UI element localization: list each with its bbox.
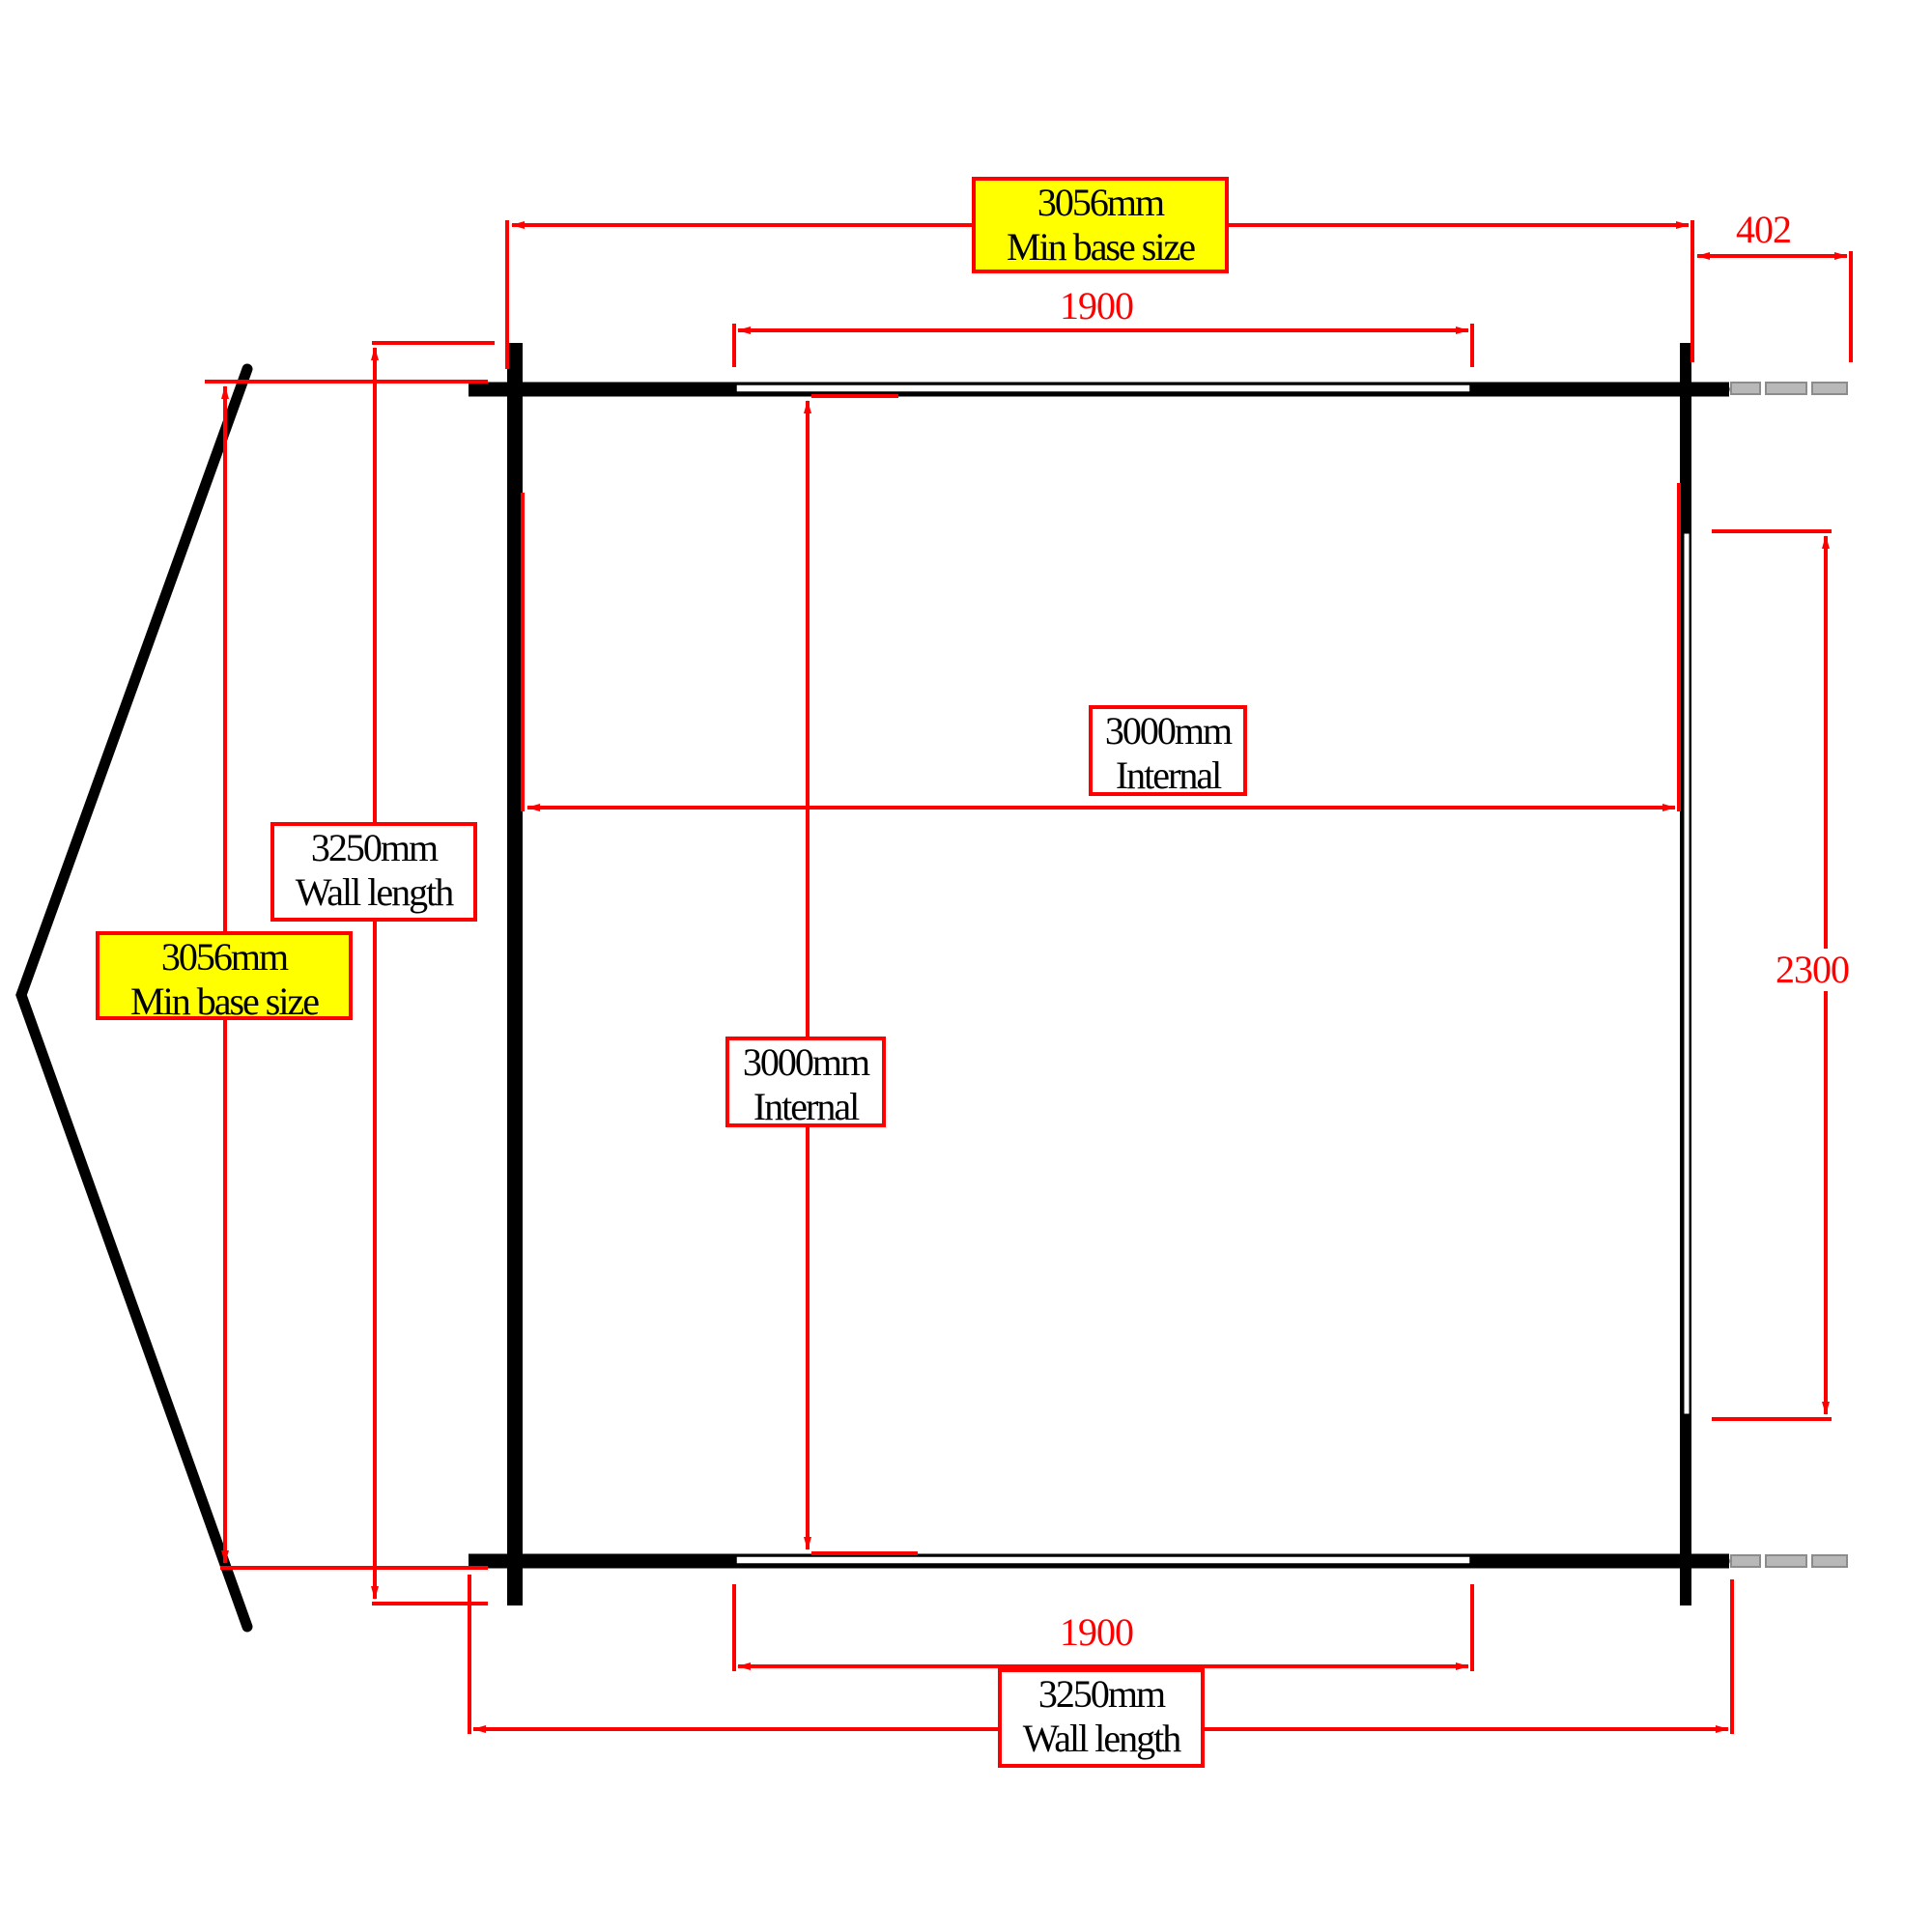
overhang-extension (1730, 382, 1848, 1568)
bottom-wall-length-label: 3250mm Wall length (998, 1668, 1205, 1768)
overhang-dimension: 402 (1736, 208, 1792, 251)
left-wall-length-label: 3250mm Wall length (270, 822, 477, 922)
internal-depth-caption: Internal (753, 1085, 860, 1128)
gable-roof-icon (15, 363, 253, 1633)
internal-width-label: 3000mm Internal (1089, 705, 1247, 797)
internal-width-caption: Internal (1115, 753, 1222, 797)
top-min-base-size-label: 3056mm Min base size (972, 177, 1229, 273)
left-min-base-size-label: 3056mm Min base size (96, 931, 353, 1023)
left-min-base-size-value: 3056mm (160, 935, 289, 979)
door-dimension: 2300 (1776, 948, 1850, 991)
bottom-wall-length-value: 3250mm (1037, 1672, 1166, 1716)
internal-depth-label: 3000mm Internal (725, 1037, 886, 1128)
top-min-base-size-value: 3056mm (1037, 181, 1165, 224)
dimension-lines (205, 220, 1853, 1734)
bottom-wall-length-caption: Wall length (1022, 1717, 1182, 1760)
door-icon (1683, 532, 1690, 1415)
left-min-base-size-caption: Min base size (130, 980, 320, 1023)
left-wall-length-value: 3250mm (310, 826, 439, 869)
window-icon (735, 384, 1471, 1565)
left-wall-length-caption: Wall length (295, 870, 455, 914)
internal-depth-value: 3000mm (742, 1040, 870, 1084)
wall-icon (469, 343, 1729, 1605)
top-min-base-size-caption: Min base size (1007, 225, 1196, 269)
internal-width-value: 3000mm (1104, 709, 1233, 753)
top-window-dimension: 1900 (1060, 284, 1134, 327)
bottom-window-dimension: 1900 (1060, 1610, 1134, 1654)
